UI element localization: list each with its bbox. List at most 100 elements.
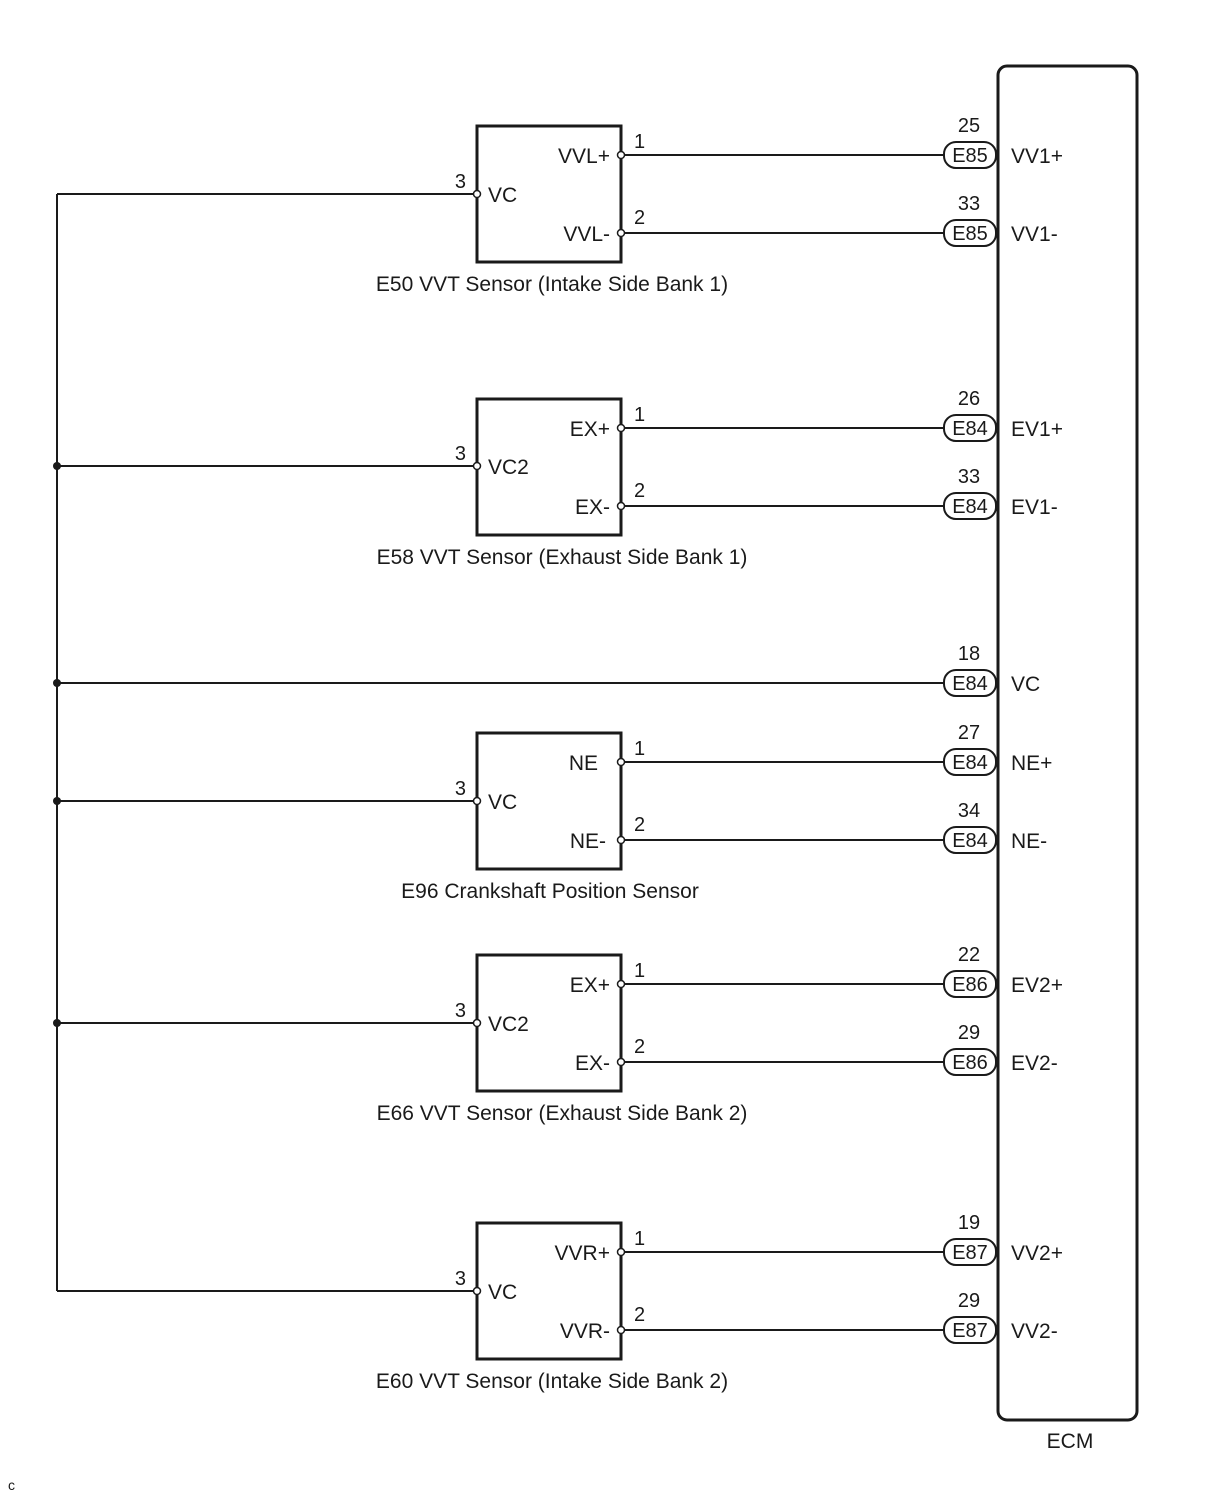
connector-badge: [943, 219, 997, 247]
pin-terminal: [616, 423, 626, 433]
sensor-e66: 3 VC2 EX+ EX- 1 2 E66 VVT Sensor (Exhaus…: [53, 953, 944, 1125]
junction-dot: [53, 1019, 61, 1027]
ecm-pin-number: 33: [958, 193, 980, 215]
pin-number: 3: [455, 1000, 466, 1022]
ecm-terminal: E84 33 EV1-: [943, 466, 1058, 520]
pin-terminal: [616, 835, 626, 845]
connector-badge: [943, 669, 997, 697]
ecm-signal-label: VC: [1011, 673, 1040, 696]
connector-badge: [943, 1238, 997, 1266]
vc-pin-label: VC2: [488, 1013, 529, 1036]
connector-code: E86: [952, 974, 988, 996]
sensor-caption: E96 Crankshaft Position Sensor: [401, 880, 699, 903]
sensor-caption: E60 VVT Sensor (Intake Side Bank 2): [376, 1370, 728, 1393]
ecm-pin-number: 27: [958, 722, 980, 744]
sensor-box: [475, 124, 623, 264]
connector-code: E85: [952, 145, 988, 167]
connector-code: E87: [952, 1242, 988, 1264]
out2-pin-label: NE-: [570, 830, 606, 853]
ecm-signal-label: EV1+: [1011, 418, 1063, 441]
out1-pin-label: VVL+: [558, 145, 610, 168]
ecm-terminal: E87 29 VV2-: [943, 1290, 1058, 1344]
connector-code: E84: [952, 830, 988, 852]
pin-number: 2: [634, 1304, 645, 1326]
ecm-signal-label: VV2-: [1011, 1320, 1058, 1343]
pin-number: 1: [634, 404, 645, 426]
ecm-signal-label: EV2-: [1011, 1052, 1058, 1075]
pin-terminal: [472, 796, 482, 806]
ecm-pin-number: 26: [958, 388, 980, 410]
pin-terminal: [616, 150, 626, 160]
vc-pin-label: VC: [488, 1281, 517, 1304]
out1-pin-label: VVR+: [555, 1242, 610, 1265]
ecm-block: [996, 64, 1139, 1422]
ecm-terminal: E87 19 VV2+: [943, 1212, 1063, 1266]
pin-number: 2: [634, 480, 645, 502]
ecm-signal-label: VV1+: [1011, 145, 1063, 168]
out2-pin-label: VVL-: [563, 223, 610, 246]
pin-terminal: [472, 189, 482, 199]
ecm-pin-number: 33: [958, 466, 980, 488]
pin-number: 1: [634, 738, 645, 760]
pin-terminal: [472, 1018, 482, 1028]
ecm-pin-number: 18: [958, 643, 980, 665]
out1-pin-label: EX+: [570, 418, 610, 441]
connector-badge: [943, 1316, 997, 1344]
connector-badge: [943, 141, 997, 169]
out1-pin-label: NE: [569, 752, 598, 775]
out2-pin-label: VVR-: [560, 1320, 610, 1343]
ecm-terminal: E84 34 NE-: [943, 800, 1047, 854]
sensor-caption: E50 VVT Sensor (Intake Side Bank 1): [376, 273, 728, 296]
ecm-signal-label: NE-: [1011, 830, 1047, 853]
ecm-terminal: E85 25 VV1+: [943, 115, 1063, 169]
connector-code: E86: [952, 1052, 988, 1074]
vc-pin-label: VC: [488, 184, 517, 207]
out2-pin-label: EX-: [575, 496, 610, 519]
ecm-pin-number: 29: [958, 1290, 980, 1312]
ecm-signal-label: EV1-: [1011, 496, 1058, 519]
connector-code: E84: [952, 752, 988, 774]
out2-pin-label: EX-: [575, 1052, 610, 1075]
connector-code: E84: [952, 418, 988, 440]
ecm-terminal: E84 18 VC: [943, 643, 1040, 697]
sensor-e60: 3 VC VVR+ VVR- 1 2 E60 VVT Sensor (Intak…: [57, 1221, 944, 1393]
connector-badge: [943, 748, 997, 776]
sensor-e96: 3 VC NE NE- 1 2 E96 Crankshaft Position …: [53, 731, 944, 903]
out1-pin-label: EX+: [570, 974, 610, 997]
pin-terminal: [616, 228, 626, 238]
pin-number: 1: [634, 131, 645, 153]
connector-badge: [943, 1048, 997, 1076]
pin-number: 2: [634, 814, 645, 836]
pin-number: 1: [634, 960, 645, 982]
pin-terminal: [472, 461, 482, 471]
ecm-pin-number: 34: [958, 800, 980, 822]
ecm-signal-label: VV2+: [1011, 1242, 1063, 1265]
pin-terminal: [616, 757, 626, 767]
ecm-pin-number: 22: [958, 944, 980, 966]
pin-number: 2: [634, 207, 645, 229]
pin-terminal: [472, 1286, 482, 1296]
pin-number: 3: [455, 443, 466, 465]
pin-terminal: [616, 1057, 626, 1067]
pin-number: 1: [634, 1228, 645, 1250]
connector-badge: [943, 970, 997, 998]
ecm-signal-label: EV2+: [1011, 974, 1063, 997]
junction-dot: [53, 797, 61, 805]
ecm-label: ECM: [1047, 1430, 1094, 1453]
ecm-terminal: E84 27 NE+: [943, 722, 1052, 776]
connector-code: E84: [952, 496, 988, 518]
pin-terminal: [616, 979, 626, 989]
sensor-e58: 3 VC2 EX+ EX- 1 2 E58 VVT Sensor (Exhaus…: [53, 397, 944, 569]
pin-number: 2: [634, 1036, 645, 1058]
sensor-box: [475, 397, 623, 537]
ecm-terminal: E86 22 EV2+: [943, 944, 1063, 998]
ecm-pin-number: 25: [958, 115, 980, 137]
connector-badge: [943, 492, 997, 520]
pin-number: 3: [455, 1268, 466, 1290]
connector-badge: [943, 414, 997, 442]
ecm-signal-label: VV1-: [1011, 223, 1058, 246]
ecm-signal-label: NE+: [1011, 752, 1052, 775]
ecm-terminal: E86 29 EV2-: [943, 1022, 1058, 1076]
pin-terminal: [616, 501, 626, 511]
vc-pin-label: VC: [488, 791, 517, 814]
